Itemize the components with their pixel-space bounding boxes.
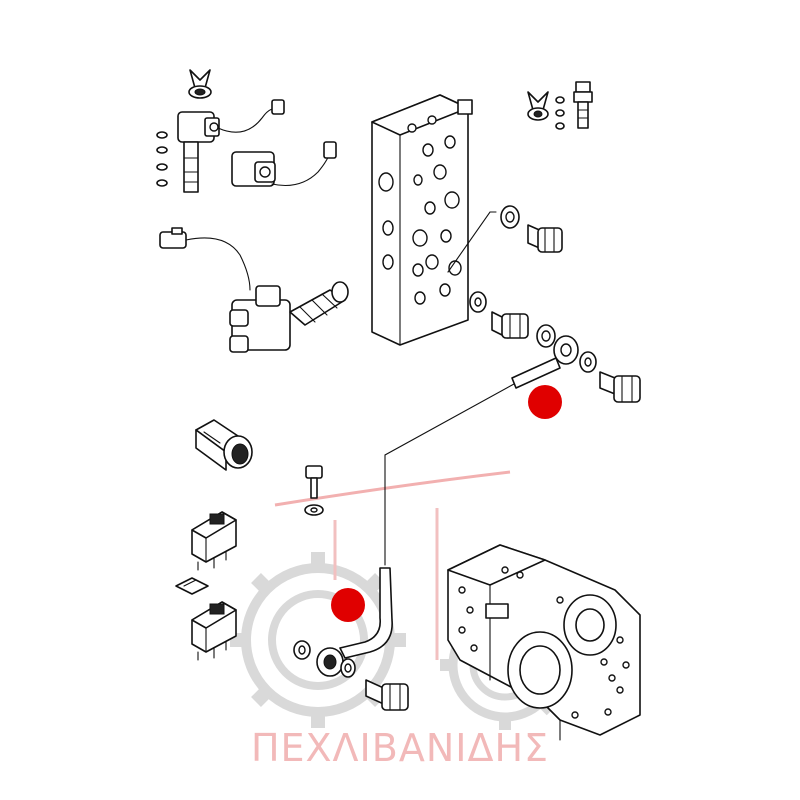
check-valve-fitting (573, 81, 593, 129)
seal-kit-icon-right (527, 91, 549, 121)
solenoid-valve-small (177, 99, 285, 193)
red-marker-dot (331, 588, 365, 622)
solenoid-valve-large (229, 281, 349, 353)
washer-upper (500, 205, 520, 229)
banjo-lower (316, 647, 344, 677)
valve-block (371, 94, 473, 346)
washer-banjo-right (579, 351, 597, 373)
switch-label-plate (175, 577, 209, 595)
hollow-bolt (491, 311, 529, 339)
transmission-housing (447, 544, 641, 741)
connector-plug (159, 227, 251, 291)
watermark-swoosh (274, 470, 511, 507)
washer-lower-right (340, 658, 356, 678)
washer-lower-left (293, 640, 311, 660)
hex-bolt-lower (365, 679, 409, 711)
rocker-switch-upper (191, 511, 237, 571)
watermark-text: ΠΕΧΛΙΒΑΝΙΔΗΣ (250, 726, 550, 770)
leader-line-block (447, 211, 497, 273)
hex-bolt-banjo (599, 371, 641, 403)
seal-kit-icon-left (188, 69, 212, 99)
small-washer (304, 504, 324, 516)
hydraulic-pipe (339, 383, 515, 659)
watermark-gear-left (230, 552, 406, 728)
washer-mid (469, 291, 487, 313)
o-ring-set-right (555, 96, 565, 130)
o-ring-set-left (156, 131, 168, 187)
rocker-switch-lower (191, 601, 237, 661)
banjo-fitting (511, 335, 579, 389)
solenoid-coil (231, 141, 337, 187)
hex-bolt-upper (527, 224, 563, 253)
washer-banjo-left (536, 324, 556, 348)
position-markers (331, 385, 562, 622)
pressure-switch (195, 419, 253, 471)
small-bolt (305, 465, 323, 499)
red-marker-dot (528, 385, 562, 419)
